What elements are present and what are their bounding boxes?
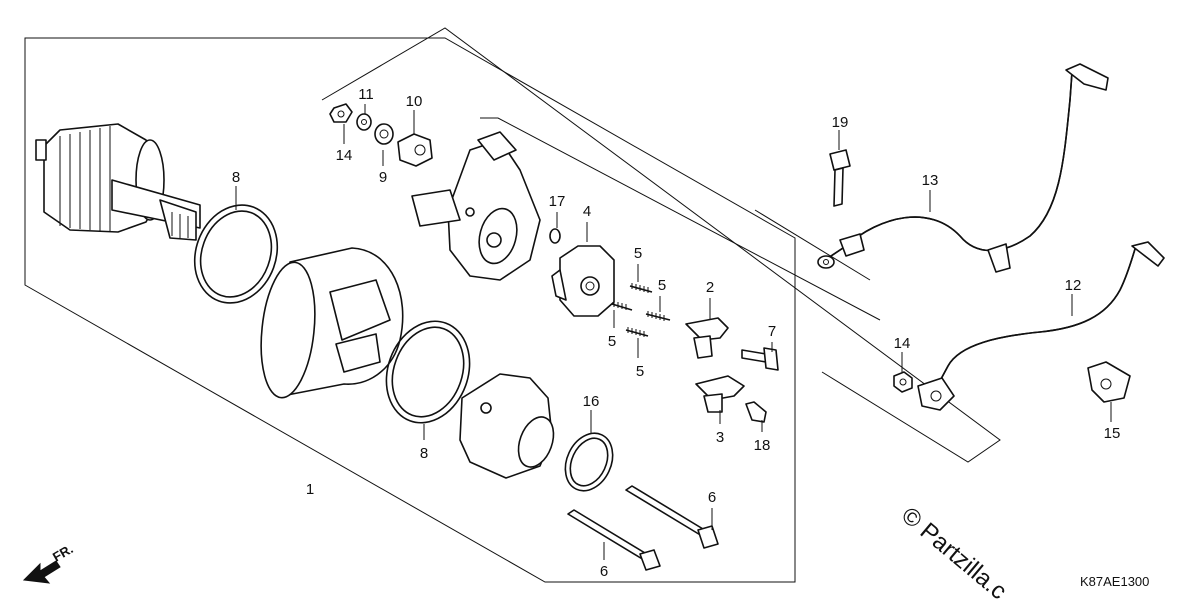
rear-bracket — [411, 131, 541, 281]
callout-17: 17 — [549, 193, 566, 210]
o-ring-8-upper — [193, 204, 279, 304]
washer-9 — [374, 123, 394, 145]
brush-2 — [685, 317, 729, 359]
callout-16: 16 — [583, 393, 600, 410]
nut-14-right — [893, 371, 913, 393]
callout-14a: 14 — [336, 147, 353, 164]
callout-labels: 1 2 3 4 5 5 5 5 6 6 7 8 8 9 10 11 12 13 … — [232, 86, 1121, 580]
bolt-19 — [829, 149, 851, 207]
front-cover — [459, 373, 555, 479]
callout-13: 13 — [922, 172, 939, 189]
callout-12: 12 — [1065, 277, 1082, 294]
terminal-insulator-10 — [397, 133, 433, 167]
nut-14-upper — [329, 103, 353, 123]
clamp-15 — [1087, 361, 1131, 403]
spring-5-d — [625, 327, 649, 337]
callout-7: 7 — [768, 323, 776, 340]
front-label: FR. — [50, 541, 76, 564]
callout-2: 2 — [706, 279, 714, 296]
brush-3 — [695, 375, 745, 413]
front-arrow-icon — [22, 560, 61, 584]
long-bolt-6-b — [625, 485, 719, 549]
assembly-frame-bracket — [321, 27, 1001, 463]
callout-4: 4 — [583, 203, 591, 220]
ground-cable-12 — [917, 241, 1165, 411]
callout-6b: 6 — [600, 563, 608, 580]
callout-5c: 5 — [608, 333, 616, 350]
callout-3: 3 — [716, 429, 724, 446]
callout-19: 19 — [832, 114, 849, 131]
armature — [35, 123, 201, 241]
callout-5d: 5 — [636, 363, 644, 380]
callout-1: 1 — [306, 481, 314, 498]
o-ring-8-lower — [385, 320, 471, 424]
starter-cable-13 — [817, 63, 1109, 273]
washer-11 — [356, 113, 372, 131]
front-direction-indicator: FR. — [22, 541, 76, 584]
callout-5a: 5 — [634, 245, 642, 262]
assembly-frame-starter — [24, 37, 796, 583]
callout-18: 18 — [754, 437, 771, 454]
callout-8a: 8 — [232, 169, 240, 186]
callout-9: 9 — [379, 169, 387, 186]
stator-housing — [260, 247, 404, 399]
long-bolt-6-a — [567, 509, 661, 571]
callout-5b: 5 — [658, 277, 666, 294]
assembly-frame-brush — [480, 117, 881, 321]
callout-10: 10 — [406, 93, 423, 110]
spring-5-b — [645, 311, 671, 321]
callout-14b: 14 — [894, 335, 911, 352]
spring-5-a — [629, 283, 653, 293]
diagram-code: K87AE1300 — [1080, 574, 1149, 589]
assembly-frame-cable — [754, 209, 871, 281]
brush-holder-4 — [551, 245, 615, 317]
callout-6a: 6 — [708, 489, 716, 506]
spring-5-c — [611, 301, 633, 311]
screw-18 — [745, 401, 767, 423]
copyright-watermark: © Partzilla.c — [896, 502, 1012, 600]
screw-7 — [741, 347, 779, 371]
callout-11: 11 — [358, 86, 374, 103]
callout-15: 15 — [1104, 425, 1121, 442]
washer-17 — [549, 228, 561, 244]
leader-lines — [235, 104, 1112, 560]
o-ring-16 — [564, 432, 614, 492]
callout-8b: 8 — [420, 445, 428, 462]
